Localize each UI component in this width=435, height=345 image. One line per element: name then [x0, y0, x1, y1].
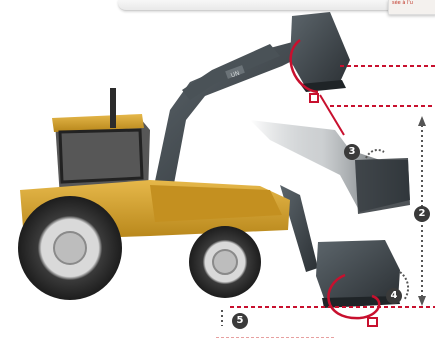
- front-wheel: [189, 226, 261, 298]
- callout-5: 5: [232, 313, 248, 329]
- callout-2: 2: [414, 206, 430, 222]
- pivot-marker-top: [310, 94, 318, 102]
- loader-arm-raised: UN: [150, 40, 310, 205]
- pivot-marker-bottom: [368, 318, 377, 326]
- callout-3: 3: [344, 144, 360, 160]
- rear-wheel: [18, 196, 122, 300]
- callout-4: 4: [386, 288, 402, 304]
- bottom-dashed-rule: [216, 337, 334, 338]
